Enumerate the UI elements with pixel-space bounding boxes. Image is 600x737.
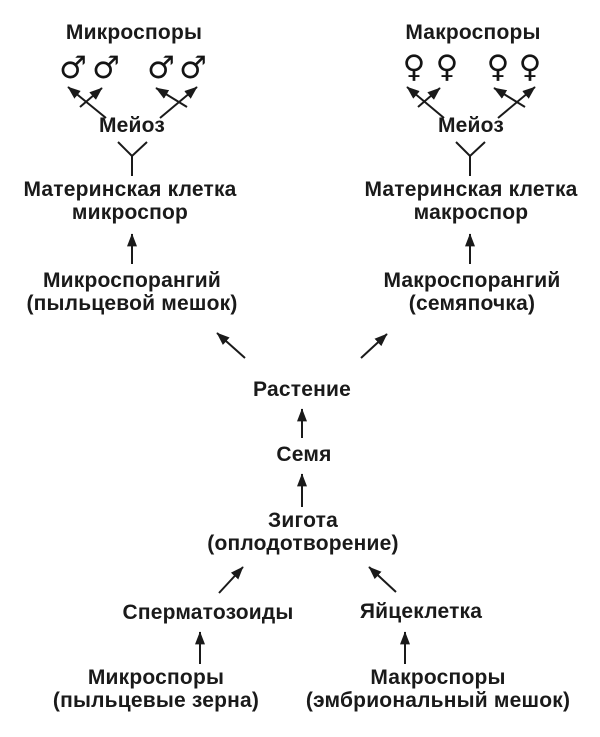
mother-cell-microspores: Материнская клетка микроспор: [23, 178, 236, 224]
spores-line1: Макроспоры: [370, 666, 506, 689]
sporangium-line2: (семяпочка): [408, 292, 536, 315]
arrow-plant-to-microsporangium: [216, 332, 246, 359]
zygote-line1: Зигота: [267, 509, 339, 532]
spores-line1: Микроспоры: [87, 666, 225, 689]
male-symbol-icon: ♂: [59, 50, 87, 86]
spores-line2: (эмбриональный мешок): [305, 689, 571, 712]
female-symbol-icon: ♀: [486, 49, 510, 85]
microsporangium-label: Микроспорангий (пыльцевой мешок): [26, 269, 237, 315]
spores-line2: (пыльцевые зерна): [52, 689, 260, 712]
macrospores-title: Макроспоры: [405, 21, 541, 44]
arrow-egg-to-zygote: [368, 566, 397, 593]
arrows-meiosis-to-microspores: [67, 86, 198, 119]
meiosis-label-left: Мейоз: [98, 114, 166, 137]
y-connector-left: [117, 141, 148, 176]
sporangium-line2: (пыльцевой мешок): [26, 292, 238, 315]
macrosporangium-label: Макроспорангий (семяпочка): [383, 269, 560, 315]
arrow-plant-to-macrosporangium: [360, 333, 388, 359]
male-symbol-icon: ♂: [92, 50, 120, 86]
meiosis-label-right: Мейоз: [437, 114, 505, 137]
sporangium-line1: Микроспорангий: [42, 269, 222, 292]
arrows-meiosis-to-macrospores: [406, 86, 536, 119]
mother-cell-line2: микроспор: [71, 201, 189, 224]
plant-label: Растение: [253, 378, 351, 401]
female-symbol-icon: ♀: [518, 49, 542, 85]
egg-label: Яйцеклетка: [359, 600, 483, 623]
seed-label: Семя: [276, 443, 332, 466]
mother-cell-macrospores: Материнская клетка макроспор: [364, 178, 577, 224]
mother-cell-line1: Материнская клетка: [364, 178, 578, 201]
female-symbol-icon: ♀: [402, 49, 426, 85]
microspores-bottom-label: Микроспоры (пыльцевые зерна): [53, 666, 259, 712]
male-symbol-icon: ♂: [147, 50, 175, 86]
sperm-label: Сперматозоиды: [122, 601, 294, 624]
female-symbol-icon: ♀: [435, 49, 459, 85]
microspores-title: Микроспоры: [65, 21, 203, 44]
y-connector-right: [455, 141, 486, 176]
male-symbol-icon: ♂: [179, 50, 207, 86]
mother-cell-line2: макроспор: [413, 201, 529, 224]
zygote-label: Зигота (оплодотворение): [207, 509, 398, 555]
mother-cell-line1: Материнская клетка: [23, 178, 237, 201]
zygote-line2: (оплодотворение): [207, 532, 399, 555]
macrospores-bottom-label: Макроспоры (эмбриональный мешок): [306, 666, 570, 712]
sporangium-line1: Макроспорангий: [383, 269, 561, 292]
arrow-sperm-to-zygote: [218, 566, 244, 594]
